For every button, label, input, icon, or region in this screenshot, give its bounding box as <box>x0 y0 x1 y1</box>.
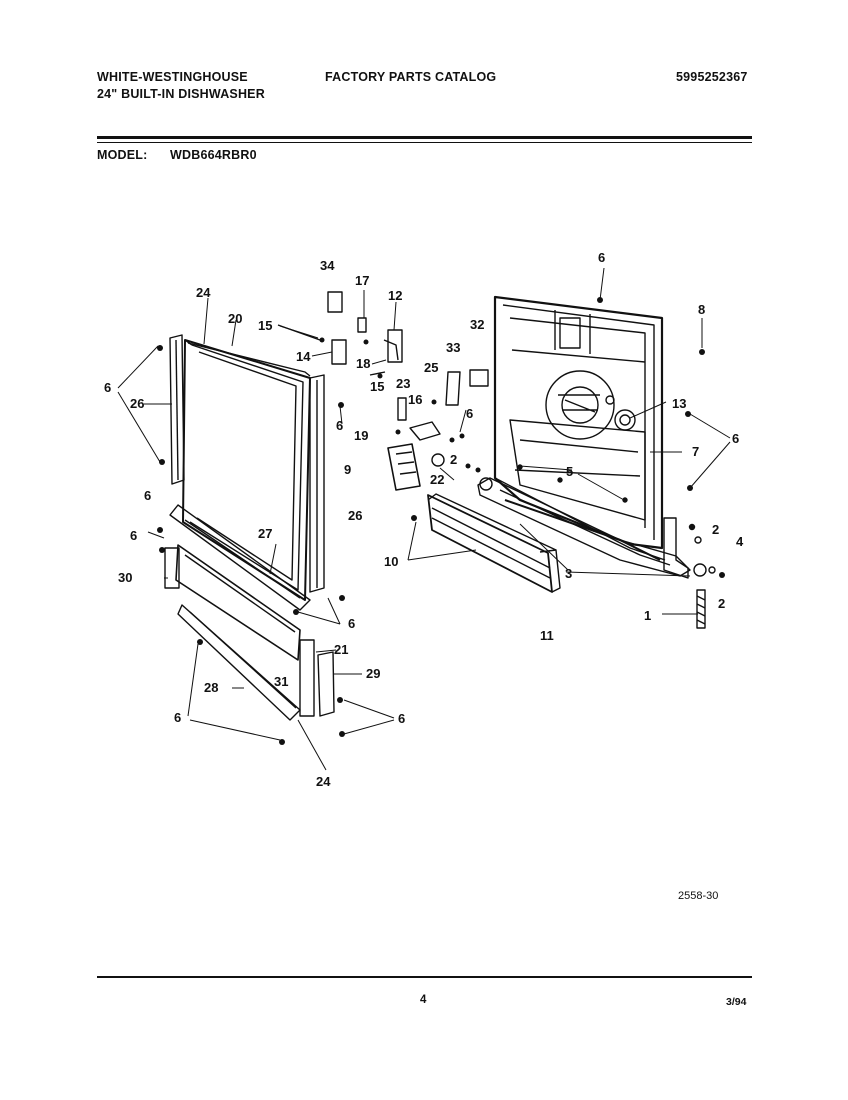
callout-30: 30 <box>118 570 132 585</box>
callout-10: 10 <box>384 554 398 569</box>
callout-15-mid: 15 <box>370 379 384 394</box>
callout-2-right-a: 2 <box>712 522 719 537</box>
callout-6-lower-b: 6 <box>130 528 137 543</box>
callout-15-top: 15 <box>258 318 272 333</box>
callout-6-left: 6 <box>104 380 111 395</box>
callout-33: 33 <box>446 340 460 355</box>
callout-2-center: 2 <box>450 452 457 467</box>
callout-2-right-b: 2 <box>718 596 725 611</box>
callout-6-bottom-left: 6 <box>174 710 181 725</box>
callout-22: 22 <box>430 472 444 487</box>
bottom-trim-strip <box>177 604 301 721</box>
vent-grille <box>187 342 311 377</box>
callout-26-left: 26 <box>130 396 144 411</box>
callout-6-right: 6 <box>732 431 739 446</box>
model-label: MODEL: <box>97 148 148 162</box>
callout-24-top: 24 <box>196 285 211 300</box>
product-name: 24" BUILT-IN DISHWASHER <box>97 87 265 101</box>
callout-28: 28 <box>204 680 218 695</box>
callout-17: 17 <box>355 273 369 288</box>
catalog-title: FACTORY PARTS CATALOG <box>325 70 497 84</box>
header-rule-thin <box>97 142 752 143</box>
control-console <box>427 493 561 593</box>
callout-5: 5 <box>566 464 573 479</box>
figure-number: 2558-30 <box>678 890 719 902</box>
revision-date: 3/94 <box>726 996 747 1008</box>
callout-6-lower-a: 6 <box>144 488 151 503</box>
side-trim-left <box>169 334 185 485</box>
callout-34: 34 <box>320 258 335 273</box>
callout-12: 12 <box>388 288 402 303</box>
callout-11: 11 <box>540 628 554 643</box>
hinge-bracket <box>663 517 716 629</box>
callout-32: 32 <box>470 317 484 332</box>
callout-9: 9 <box>344 462 351 477</box>
leader-lines <box>117 267 731 771</box>
footer-rule <box>97 976 752 978</box>
callout-23: 23 <box>396 376 410 391</box>
callout-21: 21 <box>334 642 348 657</box>
callout-27: 27 <box>258 526 272 541</box>
screws <box>157 297 725 745</box>
callout-25: 25 <box>424 360 438 375</box>
header-rule-thick <box>97 136 752 139</box>
callout-6-mid: 6 <box>336 418 343 433</box>
callout-26-right: 26 <box>348 508 362 523</box>
callout-29: 29 <box>366 666 380 681</box>
hinge-arm <box>477 477 691 577</box>
outer-door-panel <box>493 295 671 566</box>
callout-13: 13 <box>672 396 686 411</box>
callout-20: 20 <box>228 311 242 326</box>
page-number: 4 <box>420 994 427 1006</box>
callout-6-bottom-right: 6 <box>398 711 405 726</box>
callout-16: 16 <box>408 392 422 407</box>
callout-18: 18 <box>356 356 370 371</box>
lower-kick-panel <box>164 544 301 661</box>
side-trim-right <box>309 374 325 593</box>
callout-8: 8 <box>698 302 705 317</box>
callout-6-top: 6 <box>598 250 605 265</box>
callout-labels: 34 17 12 6 8 24 20 15 14 18 32 33 25 23 … <box>104 250 744 789</box>
callout-1: 1 <box>644 608 651 623</box>
catalog-number: 5995252367 <box>676 70 748 84</box>
upper-bottom-trim <box>169 504 311 611</box>
detergent-dispenser <box>387 369 489 491</box>
end-cap-right <box>299 639 335 717</box>
callout-24-bottom: 24 <box>316 774 331 789</box>
callout-3: 3 <box>565 566 572 581</box>
callout-4: 4 <box>736 534 744 549</box>
callout-31: 31 <box>274 674 288 689</box>
callout-19: 19 <box>354 428 368 443</box>
brand-name: WHITE-WESTINGHOUSE <box>97 70 248 84</box>
callout-6-center: 6 <box>466 406 473 421</box>
model-value: WDB664RBR0 <box>170 148 257 162</box>
callout-7: 7 <box>692 444 699 459</box>
callout-6-lower-c: 6 <box>348 616 355 631</box>
callout-14: 14 <box>296 349 311 364</box>
